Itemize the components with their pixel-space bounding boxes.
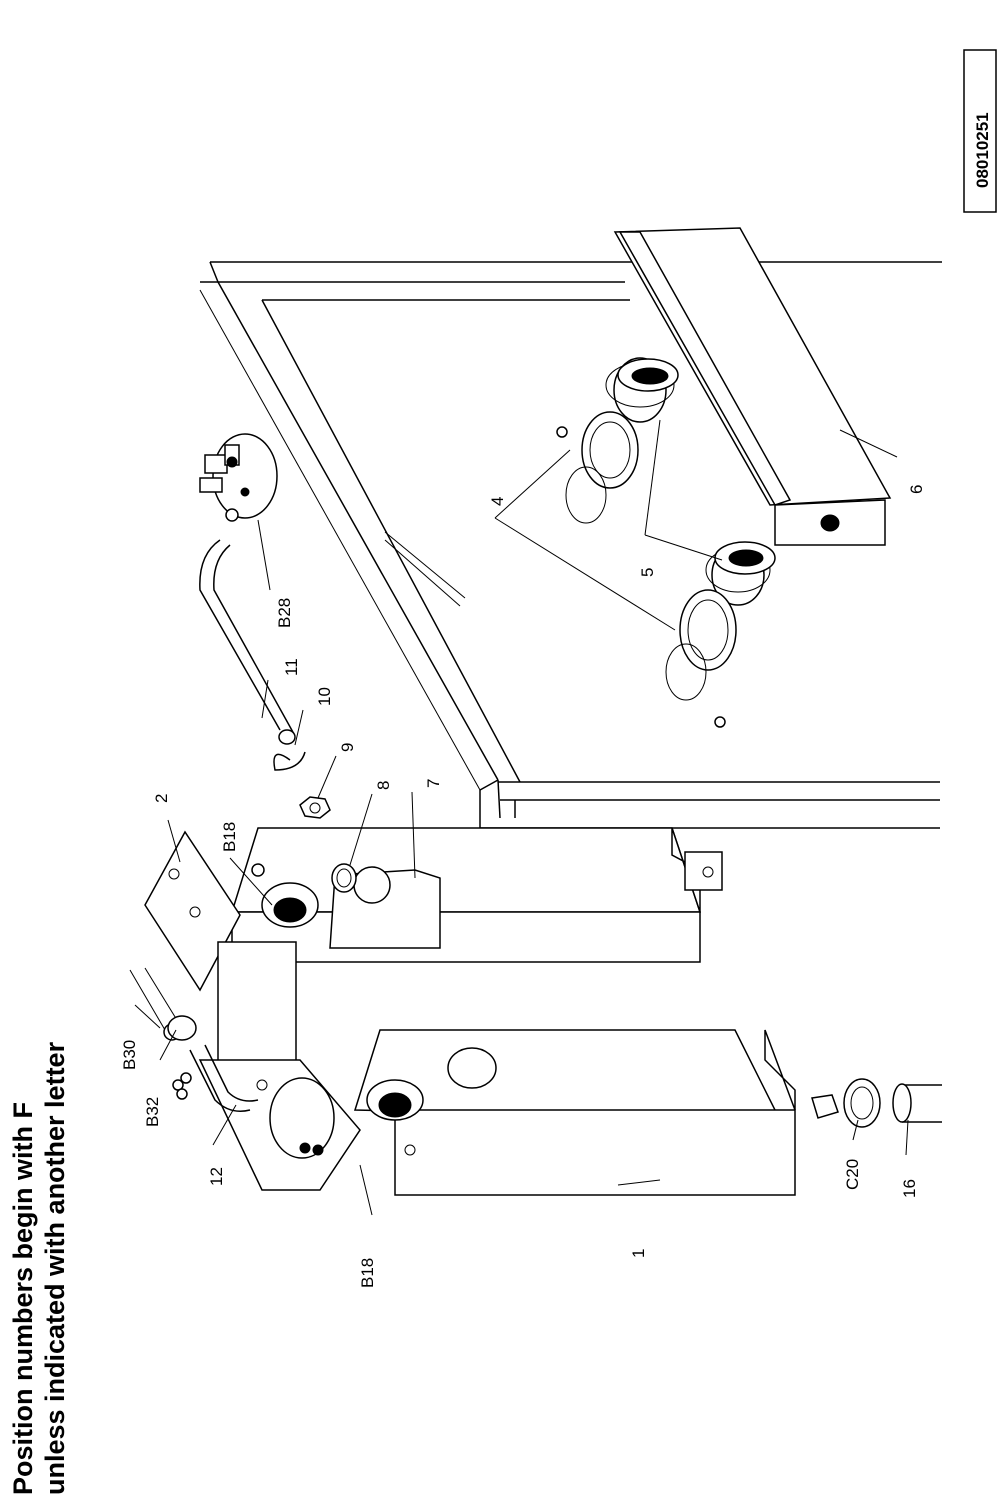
part-8-fitting — [331, 863, 357, 893]
screw-icon — [714, 716, 726, 728]
label-11: 11 — [282, 658, 301, 676]
part-11-hose — [199, 539, 296, 745]
label-2: 2 — [152, 794, 171, 803]
label-16: 16 — [900, 1179, 919, 1198]
note-line-2: unless indicated with another letter — [40, 1041, 70, 1495]
part-b28-pressure-switch — [199, 433, 278, 522]
part-6-channel — [613, 227, 892, 546]
part-7-block — [329, 866, 441, 949]
lower-tray — [198, 1059, 361, 1191]
part-4-gasket-lower — [665, 589, 737, 701]
leader-lines — [134, 419, 909, 1216]
label-b32: B32 — [143, 1097, 162, 1127]
label-7: 7 — [424, 779, 443, 788]
position-note: Position numbers begin with F unless ind… — [8, 1041, 70, 1495]
label-b18-upper: B18 — [220, 822, 239, 852]
part-9-nut — [299, 796, 331, 819]
part-16-tube — [892, 1083, 942, 1123]
nut-icon — [176, 1088, 188, 1100]
nut-icon — [180, 1072, 192, 1084]
label-6: 6 — [907, 485, 926, 494]
label-b18-lower: B18 — [358, 1258, 377, 1288]
document-number-box: 08010251 — [963, 49, 997, 213]
label-b30: B30 — [120, 1040, 139, 1070]
part-4-gasket-upper — [565, 411, 639, 524]
label-10: 10 — [315, 687, 334, 706]
label-9: 9 — [338, 743, 357, 752]
label-4: 4 — [488, 497, 507, 506]
part-12-pipe — [189, 1049, 251, 1112]
label-5: 5 — [638, 568, 657, 577]
part-2-plate — [144, 830, 297, 1066]
note-line-1: Position numbers begin with F — [8, 1102, 38, 1495]
label-12: 12 — [207, 1167, 226, 1186]
part-5-grommet-upper — [605, 357, 679, 423]
label-b28: B28 — [275, 598, 294, 628]
screw-icon — [556, 426, 568, 438]
label-1: 1 — [629, 1249, 648, 1258]
label-8: 8 — [374, 781, 393, 790]
part-b32-ring — [167, 1015, 197, 1041]
label-c20: C20 — [843, 1159, 862, 1190]
rear-housing — [230, 827, 723, 963]
document-number: 08010251 — [973, 112, 992, 188]
part-c20-clamp — [811, 1078, 881, 1128]
part-1-housing — [353, 1029, 796, 1196]
part-10-clip — [273, 751, 306, 771]
